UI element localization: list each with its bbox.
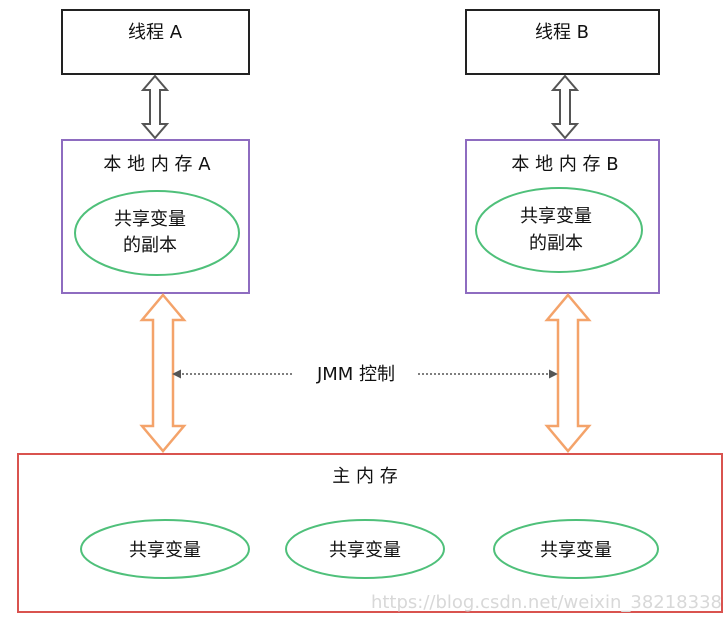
local-a-copy-line1: 共享变量 [114,209,186,230]
main-variable-ellipse-1 [80,519,250,579]
local-memory-b-title: 本 地 内 存 B [511,154,618,175]
thread-a-local-arrow [140,74,170,140]
thread-b-local-arrow [550,74,580,140]
local-memory-b-box: 本 地 内 存 B 共享变量 的副本 [465,139,660,294]
main-variable-ellipse-2 [285,519,445,579]
local-a-copy-line2: 的副本 [123,235,177,256]
thread-a-label: 线程 A [128,22,183,43]
jmm-control-label: JMM 控制 [316,364,395,385]
thread-b-box: 线程 B [465,9,660,75]
local-a-main-arrow [139,293,187,453]
local-a-copy-ellipse [74,190,240,276]
local-memory-a-title: 本 地 内 存 A [103,154,211,175]
local-memory-a-box: 本 地 内 存 A 共享变量 的副本 [61,139,250,294]
main-variable-ellipse-3 [493,519,659,579]
main-memory-title: 主 内 存 [332,466,397,487]
main-variable-label-2: 共享变量 [329,540,401,561]
thread-b-label: 线程 B [535,22,589,43]
watermark-text: https://blog.csdn.net/weixin_38218338 [371,592,722,613]
main-variable-label-3: 共享变量 [540,540,612,561]
local-b-main-arrow [544,293,592,453]
main-variable-label-1: 共享变量 [129,540,201,561]
local-b-copy-ellipse [475,187,643,273]
local-b-copy-line2: 的副本 [529,233,583,254]
main-memory-box: 主 内 存 共享变量 共享变量 共享变量 [17,453,723,613]
local-b-copy-line1: 共享变量 [520,206,592,227]
thread-a-box: 线程 A [61,9,250,75]
